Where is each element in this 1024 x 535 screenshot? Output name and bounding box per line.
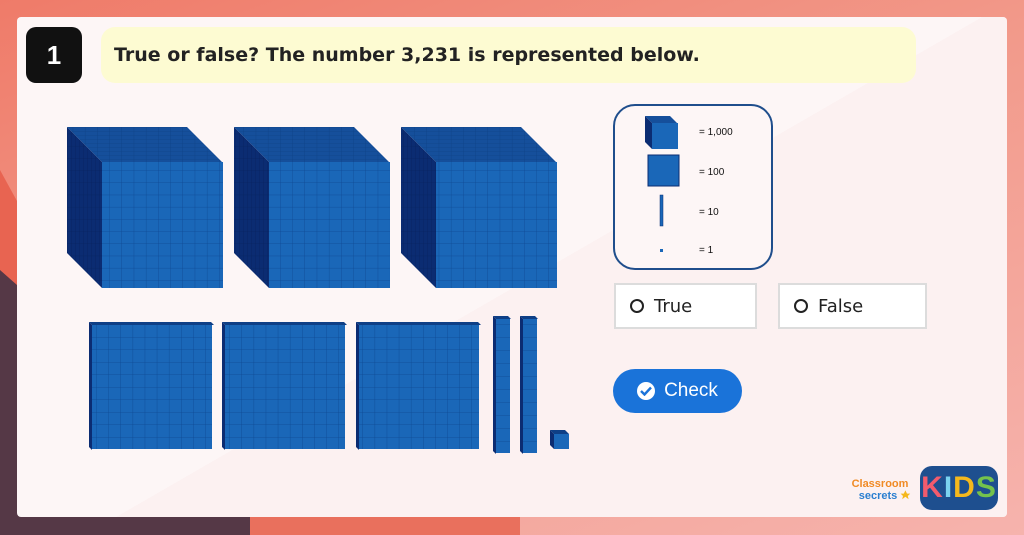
- check-button[interactable]: Check: [613, 369, 742, 413]
- option-true-label: True: [654, 295, 693, 317]
- ten-rod-icon: [659, 194, 664, 227]
- key-label-one: = 1: [699, 245, 714, 256]
- svg-text:secrets: secrets: [859, 490, 898, 502]
- check-circle-icon: [637, 382, 656, 400]
- key-label-hundred: = 100: [699, 167, 725, 178]
- option-false[interactable]: False: [778, 283, 927, 329]
- one-unit: [550, 430, 569, 449]
- key-row-ten: = 10: [615, 194, 775, 227]
- classroom-secrets-logo: Classroom secrets: [852, 478, 911, 502]
- thousand-cube: [401, 127, 557, 288]
- hundred-flat: [222, 322, 347, 450]
- svg-text:Classroom: Classroom: [852, 478, 909, 490]
- key-label-thousand: = 1,000: [699, 127, 733, 138]
- question-number: 1: [26, 27, 82, 83]
- one-unit-icon: [660, 249, 663, 252]
- ten-rod: [520, 316, 538, 454]
- background-strip: [250, 517, 520, 535]
- hundred-flat: [89, 322, 214, 450]
- question-text: True or false? The number 3,231 is repre…: [101, 27, 916, 83]
- option-true[interactable]: True: [614, 283, 757, 329]
- key-row-one: = 1: [615, 234, 775, 264]
- thousand-cube-icon: [645, 116, 678, 149]
- option-false-label: False: [818, 295, 864, 317]
- hundred-flat-icon: [647, 154, 680, 187]
- key-row-hundred: = 100: [615, 154, 775, 187]
- hundred-flat: [356, 322, 481, 450]
- radio-icon: [794, 299, 808, 313]
- thousand-cube: [67, 127, 223, 288]
- ten-rod: [493, 316, 511, 454]
- check-button-label: Check: [664, 380, 718, 401]
- key-label-ten: = 10: [699, 207, 719, 218]
- key-row-thousand: = 1,000: [615, 114, 775, 149]
- thousand-cube: [234, 127, 390, 288]
- radio-icon: [630, 299, 644, 313]
- place-value-key: = 1,000 = 100 = 10 = 1: [613, 104, 773, 270]
